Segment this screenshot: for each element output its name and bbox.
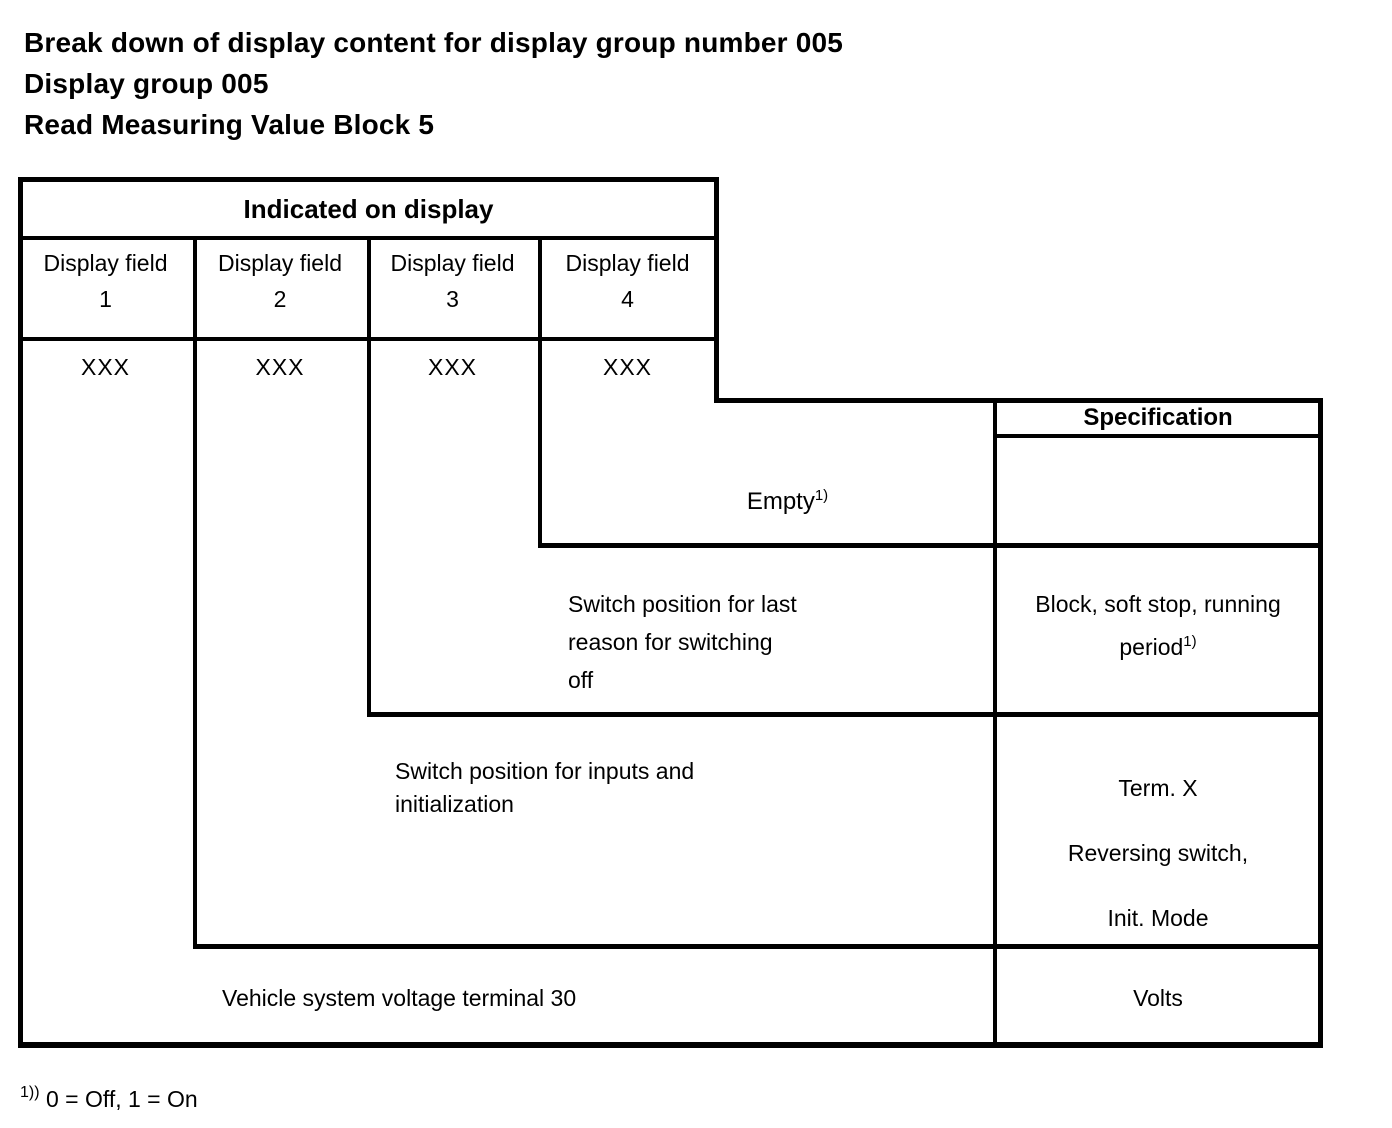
column-header-1-number: 1 xyxy=(99,286,112,312)
column-header-2: Display field 2 xyxy=(193,245,367,317)
display-value-1: XXX xyxy=(80,354,131,380)
column-header-4-label: Display field xyxy=(565,250,690,276)
cell-last-reason-desc: Switch position for last reason for swit… xyxy=(568,585,797,699)
divider-under-specification-header xyxy=(993,434,1323,438)
step-line-field4 xyxy=(714,398,1323,403)
cell-inputs-spec-line1: Term. X xyxy=(1118,775,1198,801)
cell-last-reason-spec-line2: period1) xyxy=(1119,633,1197,660)
display-value-4: XXX xyxy=(602,354,653,380)
title-line-3: Read Measuring Value Block 5 xyxy=(24,109,435,140)
footnote: 1)) 0 = Off, 1 = On xyxy=(20,1084,198,1113)
column-header-1: Display field 1 xyxy=(18,245,193,317)
column-header-3-label: Display field xyxy=(390,250,515,276)
title-line-1: Break down of display content for displa… xyxy=(24,27,844,58)
column-header-4: Display field 4 xyxy=(538,245,717,317)
cell-voltage-spec: Volts xyxy=(1133,985,1183,1011)
column-header-1-label: Display field xyxy=(43,250,168,276)
cell-last-reason-desc-line2: reason for switching xyxy=(568,629,773,655)
cell-inputs-spec: Term. X Reversing switch, Init. Mode xyxy=(993,756,1323,951)
cell-inputs-desc-line1: Switch position for inputs and xyxy=(395,758,695,784)
cell-last-reason-spec-line1: Block, soft stop, running xyxy=(1035,591,1281,617)
cell-inputs-desc-line2: initialization xyxy=(395,791,514,817)
table-border-right-upper xyxy=(714,177,719,403)
cell-field4-empty-text: Empty xyxy=(746,488,815,515)
column-divider-2-3 xyxy=(367,236,371,717)
cell-last-reason-desc-line1: Switch position for last xyxy=(568,591,797,617)
document-title: Break down of display content for displa… xyxy=(24,22,843,145)
cell-inputs-spec-line3: Init. Mode xyxy=(1107,905,1209,931)
table-border-left xyxy=(18,177,23,1048)
row-inputs-bottom-line xyxy=(193,944,1323,949)
cell-field4-empty-footnote-marker: 1) xyxy=(814,487,829,504)
table-border-right-lower xyxy=(1318,398,1323,1048)
title-line-2: Display group 005 xyxy=(24,68,269,99)
column-header-2-label: Display field xyxy=(218,250,342,276)
row-empty-bottom-line xyxy=(538,543,1323,548)
cell-inputs-spec-line2: Reversing switch, xyxy=(1067,840,1249,866)
table-border-top xyxy=(18,177,719,182)
cell-field4-empty: Empty1) xyxy=(560,487,1015,516)
row-last-reason-bottom-line xyxy=(367,712,1323,717)
column-divider-3-4 xyxy=(538,236,542,548)
header-specification: Specification xyxy=(1083,404,1233,431)
column-header-2-number: 2 xyxy=(273,286,287,312)
column-header-4-number: 4 xyxy=(621,286,634,312)
column-header-3-number: 3 xyxy=(446,286,459,312)
display-value-3: XXX xyxy=(427,354,478,380)
column-header-3: Display field 3 xyxy=(367,245,538,317)
cell-last-reason-desc-line3: off xyxy=(568,667,594,693)
cell-last-reason-spec: Block, soft stop, running period1) xyxy=(993,585,1323,666)
cell-inputs-desc: Switch position for inputs and initializ… xyxy=(395,755,694,821)
table-border-bottom xyxy=(18,1042,1323,1048)
footnote-text: 0 = Off, 1 = On xyxy=(45,1086,198,1112)
cell-voltage-desc: Vehicle system voltage terminal 30 xyxy=(222,985,577,1011)
cell-last-reason-spec-footnote-marker: 1) xyxy=(1183,633,1197,650)
header-indicated-on-display: Indicated on display xyxy=(243,194,494,224)
footnote-marker: 1)) xyxy=(20,1084,40,1101)
display-value-2: XXX xyxy=(255,354,305,380)
column-divider-1-2 xyxy=(193,236,197,949)
specification-column-left-line xyxy=(993,398,997,1048)
